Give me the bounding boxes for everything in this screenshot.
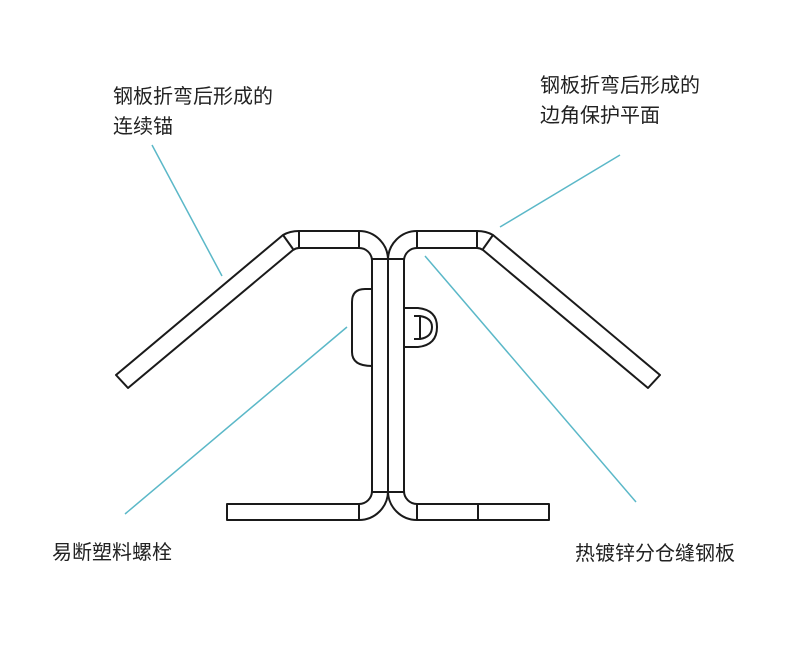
leader-corner-protection <box>499 154 621 228</box>
label-continuous-anchor: 钢板折弯后形成的 连续锚 <box>113 81 273 141</box>
left-joint-slope <box>282 234 294 250</box>
label-plastic-bolt: 易断塑料螺栓 <box>52 540 172 564</box>
right-steel-plate <box>387 230 661 521</box>
label-corner-protection: 钢板折弯后形成的 边角保护平面 <box>540 70 700 130</box>
right-bolt-body <box>404 307 438 348</box>
label-continuous-anchor-line1: 钢板折弯后形成的 <box>113 84 273 108</box>
leader-continuous-anchor <box>151 144 223 277</box>
label-corner-protection-line1: 钢板折弯后形成的 <box>540 73 700 97</box>
label-continuous-anchor-line2: 连续锚 <box>113 114 173 138</box>
label-corner-protection-line2: 边角保护平面 <box>540 103 660 127</box>
left-bolt-head <box>351 288 373 367</box>
leader-plastic-bolt <box>124 326 348 515</box>
leader-galvanized-plate <box>424 255 637 503</box>
label-galvanized-plate: 热镀锌分仓缝钢板 <box>575 541 735 565</box>
left-steel-plate <box>115 230 389 521</box>
right-bolt-clip <box>414 315 433 340</box>
